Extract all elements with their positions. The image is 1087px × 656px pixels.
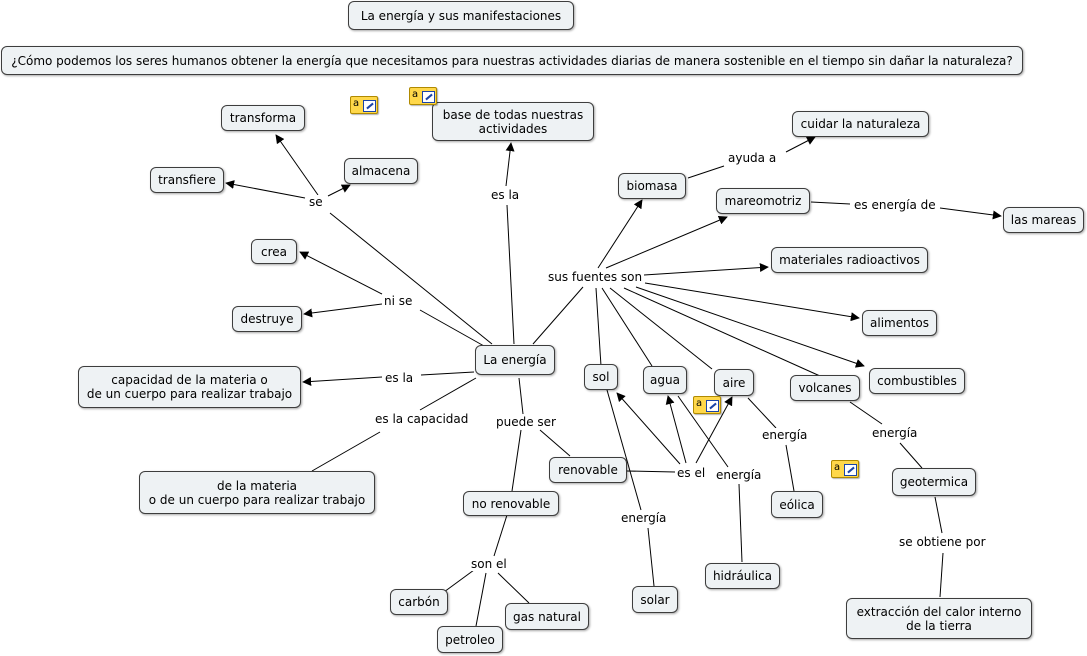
annotation-note-icon[interactable]: a <box>409 87 437 105</box>
link-label-se-obtiene-por: se obtiene por <box>897 535 988 549</box>
link-label-ni-se: ni se <box>382 294 415 308</box>
link-label-es-el: es el <box>675 466 708 480</box>
link-label-sus-fuentes-son: sus fuentes son <box>546 270 645 284</box>
node-petroleo[interactable]: petroleo <box>437 626 503 653</box>
node-las-mareas[interactable]: las mareas <box>1003 207 1084 233</box>
node-crea[interactable]: crea <box>251 239 297 264</box>
node-mareomotriz[interactable]: mareomotriz <box>716 188 810 214</box>
node-alimentos[interactable]: alimentos <box>862 310 937 336</box>
node-aire[interactable]: aire <box>714 369 754 396</box>
node-volcanes[interactable]: volcanes <box>790 375 860 401</box>
link-label-es-la-left: es la <box>383 371 416 385</box>
link-label-energia-volcanes: energía <box>870 426 920 440</box>
link-label-puede-ser: puede ser <box>494 415 558 429</box>
node-solar[interactable]: solar <box>632 586 678 613</box>
node-transforma[interactable]: transforma <box>221 105 305 131</box>
link-label-energia-agua: energía <box>714 468 764 482</box>
node-eolica[interactable]: eólica <box>771 491 823 518</box>
node-la-energia[interactable]: La energía <box>475 345 555 375</box>
node-agua[interactable]: agua <box>643 366 687 394</box>
node-capacidad-materia[interactable]: capacidad de la materia o de un cuerpo p… <box>78 366 301 408</box>
node-combustibles[interactable]: combustibles <box>869 368 965 394</box>
node-sol[interactable]: sol <box>584 364 618 390</box>
node-destruye[interactable]: destruye <box>232 306 302 332</box>
link-label-es-energia-de: es energía de <box>852 198 938 212</box>
annotation-note-icon[interactable]: a <box>350 96 378 114</box>
link-label-se: se <box>307 195 325 209</box>
node-capacidad-trabajo[interactable]: de la materia o de un cuerpo para realiz… <box>139 471 375 514</box>
node-almacena[interactable]: almacena <box>344 158 418 184</box>
link-label-energia-aire: energía <box>760 428 810 442</box>
node-no-renovable[interactable]: no renovable <box>463 491 559 516</box>
node-materiales-radioactivos[interactable]: materiales radioactivos <box>771 247 928 273</box>
node-cuidar-naturaleza[interactable]: cuidar la naturaleza <box>792 111 929 137</box>
node-geotermica[interactable]: geotermica <box>892 468 976 496</box>
node-biomasa[interactable]: biomasa <box>618 173 686 199</box>
node-carbon[interactable]: carbón <box>390 589 448 615</box>
node-renovable[interactable]: renovable <box>549 457 627 483</box>
link-label-es-la-top: es la <box>489 188 522 202</box>
node-hidraulica[interactable]: hidráulica <box>705 563 780 589</box>
link-label-son-el: son el <box>469 557 509 571</box>
node-transfiere[interactable]: transfiere <box>150 167 224 193</box>
node-extraccion-calor[interactable]: extracción del calor interno de la tierr… <box>846 598 1032 639</box>
node-base-actividades[interactable]: base de todas nuestras actividades <box>432 102 594 141</box>
annotation-note-icon[interactable]: a <box>831 460 859 478</box>
focus-question: ¿Cómo podemos los seres humanos obtener … <box>1 46 1023 75</box>
link-label-es-la-capacidad: es la capacidad <box>373 412 471 426</box>
annotation-note-icon[interactable]: a <box>693 396 721 414</box>
link-label-energia-sol: energía <box>619 511 669 525</box>
link-label-ayuda-a: ayuda a <box>726 151 779 165</box>
map-title: La energía y sus manifestaciones <box>348 1 574 30</box>
node-gas-natural[interactable]: gas natural <box>505 603 589 630</box>
